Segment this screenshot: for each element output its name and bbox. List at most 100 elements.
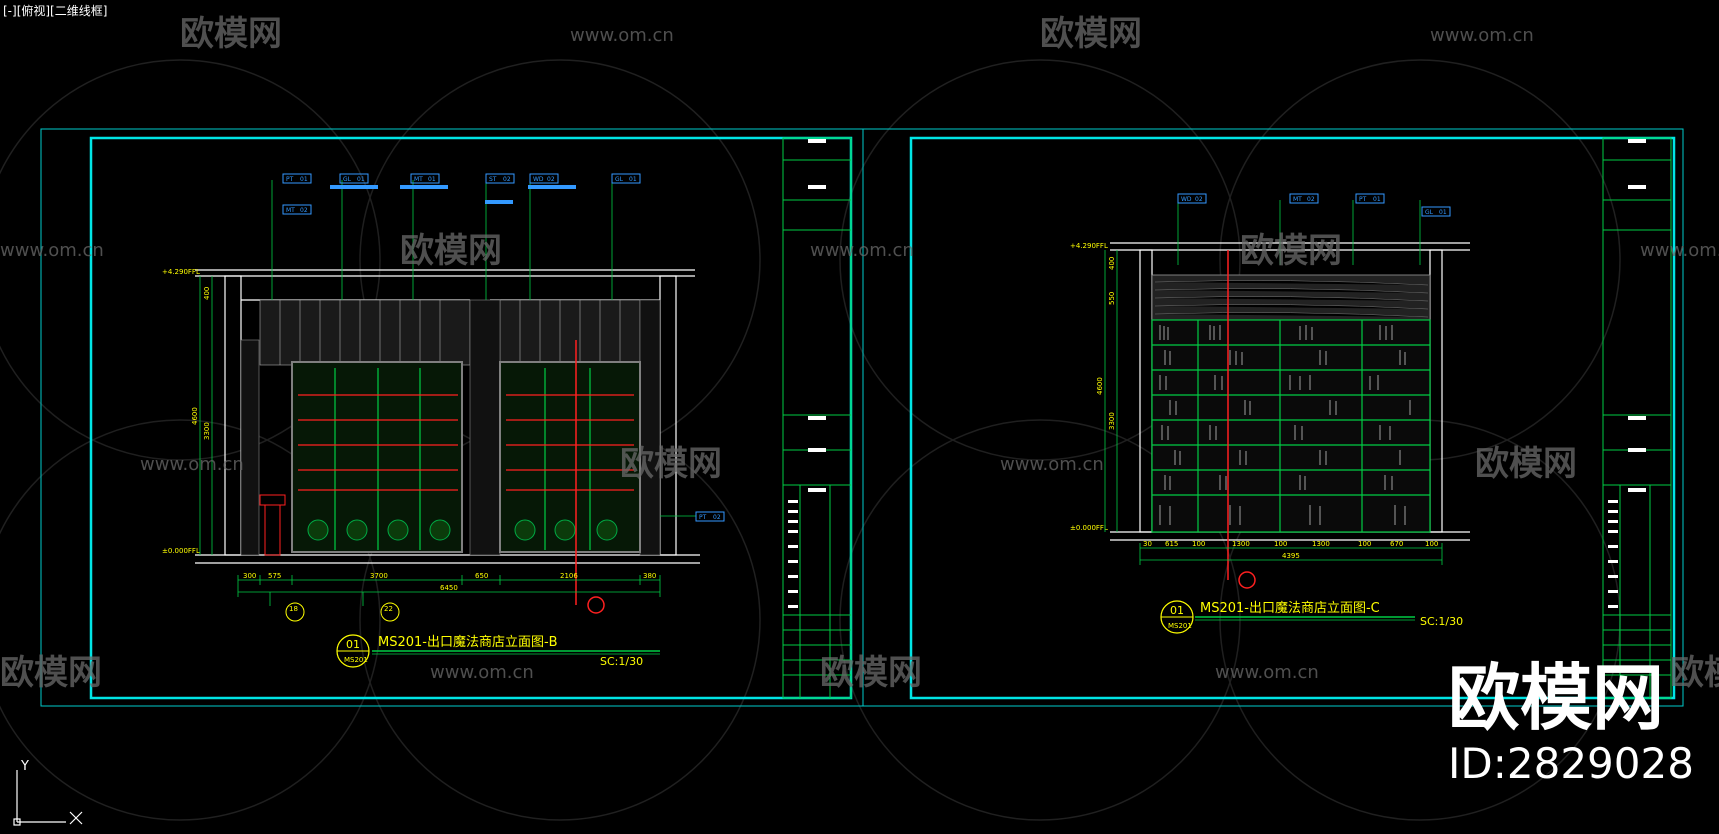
tag-code: PT (1359, 196, 1367, 203)
watermark-id: ID:2829028 (1448, 739, 1694, 788)
dim-b-2: 3700 (370, 572, 388, 580)
material-tag[interactable]: PT 02 (695, 511, 725, 522)
watermark-url: www.om.cn (1640, 240, 1719, 261)
watermark-brand: 欧模网 (1475, 444, 1577, 484)
watermark-brand: 欧模网 (400, 231, 502, 271)
material-tag[interactable]: MT 02 (1289, 193, 1319, 204)
elevation-b-wood-panels (259, 299, 641, 366)
bottom-dims-c (1139, 543, 1443, 565)
tag-code: PT (286, 176, 294, 183)
watermark-url: www.om.cn (1430, 25, 1534, 46)
watermark-brand: 欧模网 (180, 14, 282, 54)
tag-code: PT (699, 514, 707, 521)
material-tag[interactable]: MT 02 (282, 204, 312, 215)
ucs-y-label: Y (20, 759, 29, 774)
elevation-b-columns (240, 299, 661, 556)
drawing-title-text-c: MS201-出口魔法商店立面图-C (1200, 601, 1380, 616)
material-tag[interactable]: WD 02 (1177, 193, 1207, 204)
material-tag[interactable]: MT 01 (410, 173, 440, 184)
watermark-brand: 欧模网 (1240, 231, 1342, 271)
level-top-b: +4.290FFL (162, 268, 200, 276)
title-block-left (782, 137, 852, 699)
callout-ref-b: MS201 (344, 656, 368, 664)
material-tag[interactable]: ST 02 (485, 173, 515, 184)
level-bottom-b: ±0.000FFL (162, 547, 200, 555)
watermark-brand: 欧模网 (1670, 653, 1719, 693)
watermark-url: www.om.cn (1215, 662, 1319, 683)
material-tag[interactable]: PT 01 (1355, 193, 1385, 204)
material-tag[interactable]: PT 01 (282, 173, 312, 184)
dim-c-6: 100 (1358, 540, 1371, 548)
tag-mat: 02 (1195, 196, 1203, 203)
material-tag[interactable]: WD 02 (529, 173, 559, 184)
material-tag[interactable]: GL 01 (611, 173, 641, 184)
tag-mat: 02 (713, 514, 721, 521)
vdim-b-2: 3300 (203, 422, 211, 440)
tag-code: GL (1425, 209, 1434, 216)
title-block-right (1602, 137, 1672, 699)
dim-c-7: 670 (1390, 540, 1403, 548)
vdim-c-3: 3300 (1108, 412, 1116, 430)
detail-callout-2[interactable]: 22 (362, 592, 400, 622)
vdim-c-0: 400 (1108, 257, 1116, 270)
vdim-c-2: 4600 (1096, 377, 1104, 395)
drawing-scale-c: SC:1/30 (1420, 615, 1463, 628)
elevation-c-bookshelf (1151, 319, 1431, 533)
drawing-title-text-b: MS201-出口魔法商店立面图-B (378, 635, 558, 650)
watermark-brand: 欧模网 (620, 444, 722, 484)
watermark-layer: 欧模网 www.om.cn 欧模网 www.om.cn www.om.cn 欧模… (0, 14, 1719, 693)
vdim-c-1: 550 (1108, 292, 1116, 305)
watermark-url: www.om.cn (1000, 454, 1104, 475)
dim-b-3: 650 (475, 572, 488, 580)
watermark-brand: 欧模网 (820, 653, 922, 693)
elevation-b-blue-bars (330, 185, 576, 204)
detail-callout-1[interactable]: 18 (269, 592, 305, 622)
detail-mark-1: 18 (289, 605, 298, 613)
watermark-brand-large: 欧模网 (1448, 656, 1664, 740)
dim-c-4: 100 (1274, 540, 1287, 548)
title-block-marks (788, 139, 1646, 608)
tag-mat: 01 (1373, 196, 1381, 203)
watermark-url: www.om.cn (570, 25, 674, 46)
callout-ref-c: MS201 (1168, 622, 1192, 630)
viewport-controls-label[interactable]: [-][俯视][二维线框] (3, 4, 108, 18)
dim-b-1: 575 (268, 572, 281, 580)
watermark-url: www.om.cn (140, 454, 244, 475)
elevation-c-section-marker[interactable] (1238, 571, 1256, 589)
watermark-url: www.om.cn (810, 240, 914, 261)
drawing-scale-b: SC:1/30 (600, 655, 643, 668)
drawing-title-b[interactable]: 01 MS201 MS201-出口魔法商店立面图-B SC:1/30 (336, 634, 660, 668)
elevation-b-section-marker[interactable] (587, 596, 605, 614)
ucs-icon (13, 770, 83, 826)
callout-number-c: 01 (1170, 604, 1184, 617)
dim-b-0: 300 (243, 572, 256, 580)
watermark-url: www.om.cn (0, 240, 104, 261)
tag-mat: 02 (300, 207, 308, 214)
elevation-c-header-band (1151, 274, 1431, 321)
vdim-b-1: 4600 (191, 407, 199, 425)
elevation-b-cabinet-1 (291, 361, 463, 553)
elevation-b[interactable]: PT 01 GL 01 MT 01 ST 02 WD 02 (162, 173, 725, 668)
elevation-b-cabinet-2 (499, 361, 641, 553)
tag-mat: 01 (357, 176, 365, 183)
tag-code: MT (286, 207, 295, 214)
tag-code: ST (489, 176, 497, 183)
material-tag[interactable]: GL 01 (339, 173, 369, 184)
watermark-url: www.om.cn (430, 662, 534, 683)
dim-c-total: 4395 (1282, 552, 1300, 560)
dim-b-4: 2106 (560, 572, 578, 580)
vertical-dims-b (199, 276, 213, 555)
dim-c-8: 100 (1425, 540, 1438, 548)
tag-mat: 01 (428, 176, 436, 183)
dim-c-1: 615 (1165, 540, 1178, 548)
tag-mat: 01 (1439, 209, 1447, 216)
tag-mat: 02 (1307, 196, 1315, 203)
dim-b-total: 6450 (440, 584, 458, 592)
material-tag[interactable]: GL 01 (1421, 206, 1451, 217)
tag-mat: 02 (547, 176, 555, 183)
tag-code: WD (1181, 196, 1192, 203)
elevation-b-stand (259, 494, 286, 556)
drawing-title-c[interactable]: 01 MS201 MS201-出口魔法商店立面图-C SC:1/30 (1160, 600, 1463, 634)
elevation-c[interactable]: WD 02 MT 02 PT 01 GL 01 +4.290FFL ±0.000… (1070, 193, 1470, 634)
